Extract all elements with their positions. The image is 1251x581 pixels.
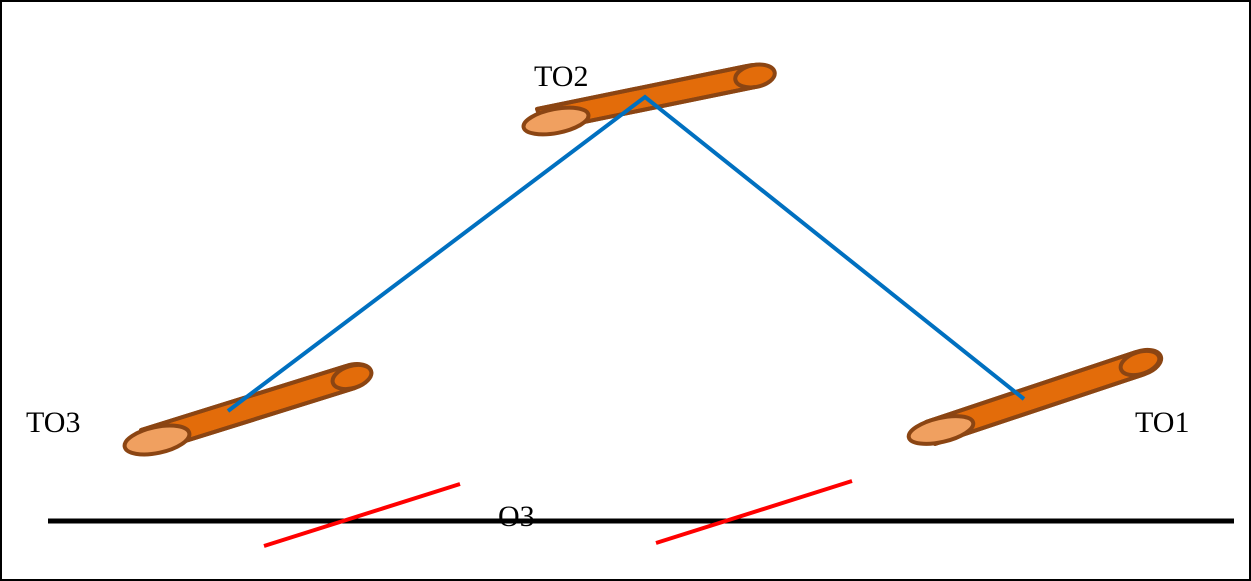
label-to1: TO1	[1135, 406, 1189, 439]
marker-line-left	[263, 482, 461, 548]
label-to2: TO2	[534, 60, 588, 93]
label-o3: O3	[498, 500, 535, 533]
marker-line-right	[655, 479, 853, 545]
tube-to1	[906, 347, 1164, 446]
tube-to2	[521, 62, 777, 137]
connector-line	[226, 94, 1026, 413]
label-to3: TO3	[26, 406, 80, 439]
tube-to3	[122, 362, 374, 457]
